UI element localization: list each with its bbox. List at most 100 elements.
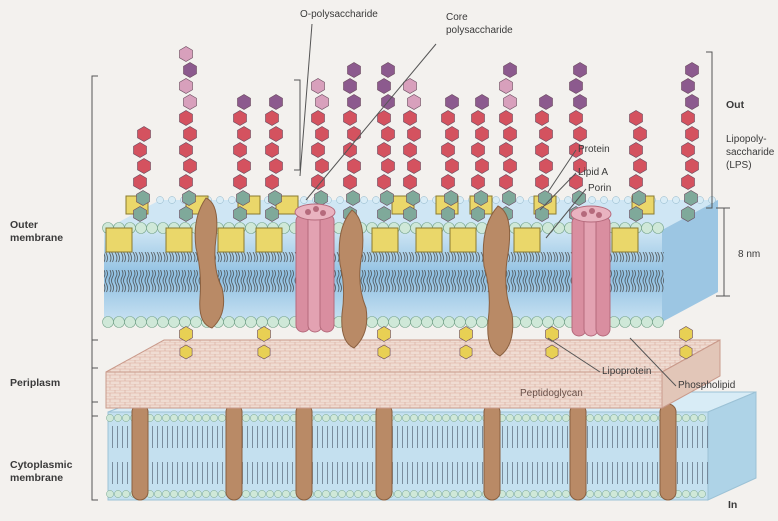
sugar-hexagon (348, 63, 361, 78)
core-polysaccharide-label-2: polysaccharide (446, 25, 513, 36)
phospholipid-head (210, 490, 217, 497)
sugar-hexagon (184, 63, 197, 78)
phospholipid-head (218, 490, 225, 497)
sugar-hexagon (408, 127, 421, 142)
sugar-hexagon (446, 159, 459, 174)
phospholipid-head (202, 490, 209, 497)
sugar-hexagon (180, 47, 193, 62)
phospholipid-head (400, 317, 411, 328)
sugar-hexagon (378, 327, 391, 342)
phospholipid-head (433, 317, 444, 328)
phospholipid-head (698, 490, 705, 497)
sugar-hexagon (266, 143, 279, 158)
phospholipid-head (594, 414, 601, 421)
phospholipid-head (373, 197, 380, 204)
sugar-hexagon (184, 127, 197, 142)
phospholipid-head (229, 197, 236, 204)
lipid-a-block (514, 228, 540, 252)
sugar-hexagon (344, 143, 357, 158)
phospholipid-head (394, 490, 401, 497)
phospholipid-head (178, 490, 185, 497)
cytoplasmic-membrane-label-1: Cytoplasmic (10, 460, 72, 471)
phospholipid-head (589, 197, 596, 204)
phospholipid-head (586, 490, 593, 497)
phospholipid-head (274, 490, 281, 497)
phospholipid-head (458, 414, 465, 421)
sugar-hexagon (500, 111, 513, 126)
lipid-a-block (256, 228, 282, 252)
sugar-hexagon (504, 95, 517, 110)
phospholipid-head (154, 490, 161, 497)
sugar-hexagon (686, 159, 699, 174)
phospholipid-head (367, 317, 378, 328)
phospholipid-head (337, 197, 344, 204)
phospholipid-head (389, 317, 400, 328)
phospholipid-head (602, 490, 609, 497)
phospholipid-head (444, 317, 455, 328)
sugar-hexagon (630, 143, 643, 158)
phospholipid-head (554, 414, 561, 421)
sugar-hexagon (404, 143, 417, 158)
phospholipid-head (522, 490, 529, 497)
sugar-hexagon (633, 191, 646, 206)
phospholipid-head (136, 223, 147, 234)
sugar-hexagon (180, 327, 193, 342)
phospholipid-head (194, 414, 201, 421)
phospholipid-head (250, 490, 257, 497)
phospholipid-head (218, 414, 225, 421)
lipid-a-label: Lipid A (578, 167, 608, 178)
phospholipid-head (354, 414, 361, 421)
sugar-hexagon (238, 127, 251, 142)
lps-chains (134, 47, 699, 222)
phospholipid-head (210, 414, 217, 421)
sugar-hexagon (472, 175, 485, 190)
sugar-hexagon (546, 327, 559, 342)
phospholipid-head (626, 490, 633, 497)
phospholipid-head (642, 414, 649, 421)
sugar-hexagon (408, 159, 421, 174)
sugar-hexagon (685, 191, 698, 206)
sugar-hexagon (180, 143, 193, 158)
phospholipid-head (554, 317, 565, 328)
porin-trimer-left (295, 204, 335, 332)
phospholipid-head (474, 490, 481, 497)
thickness-label: 8 nm (738, 249, 760, 260)
phospholipid-head (562, 490, 569, 497)
phospholipid-head (266, 490, 273, 497)
sugar-hexagon (344, 111, 357, 126)
sugar-hexagon (539, 191, 552, 206)
phospholipid-head (258, 490, 265, 497)
phospholipid-head (602, 414, 609, 421)
protein-label: Protein (578, 144, 610, 155)
phospholipid-head (314, 414, 321, 421)
phospholipid-head (634, 490, 641, 497)
sugar-hexagon (680, 327, 693, 342)
sugar-hexagon (316, 159, 329, 174)
phospholipid-head (106, 490, 113, 497)
phospholipid-head (282, 414, 289, 421)
sugar-hexagon (460, 327, 473, 342)
lipid-a-block (612, 228, 638, 252)
phospholipid-head (322, 490, 329, 497)
lipid-a-block (106, 228, 132, 252)
sugar-hexagon (266, 175, 279, 190)
sugar-hexagon (682, 175, 695, 190)
sugar-hexagon (270, 159, 283, 174)
sugar-hexagon (446, 127, 459, 142)
in-label: In (728, 500, 737, 511)
phospholipid-head (258, 414, 265, 421)
phospholipid-head (279, 317, 290, 328)
sugar-hexagon (442, 111, 455, 126)
phospholipid-head (322, 414, 329, 421)
membrane-protein (484, 404, 500, 500)
phospholipid-head (618, 414, 625, 421)
sugar-hexagon (682, 143, 695, 158)
sugar-hexagon (382, 159, 395, 174)
sugar-hexagon (504, 127, 517, 142)
phospholipid-head (338, 414, 345, 421)
lipid-a-block (166, 228, 192, 252)
sugar-hexagon (407, 191, 420, 206)
phospholipid-head (178, 414, 185, 421)
sugar-hexagon (378, 175, 391, 190)
